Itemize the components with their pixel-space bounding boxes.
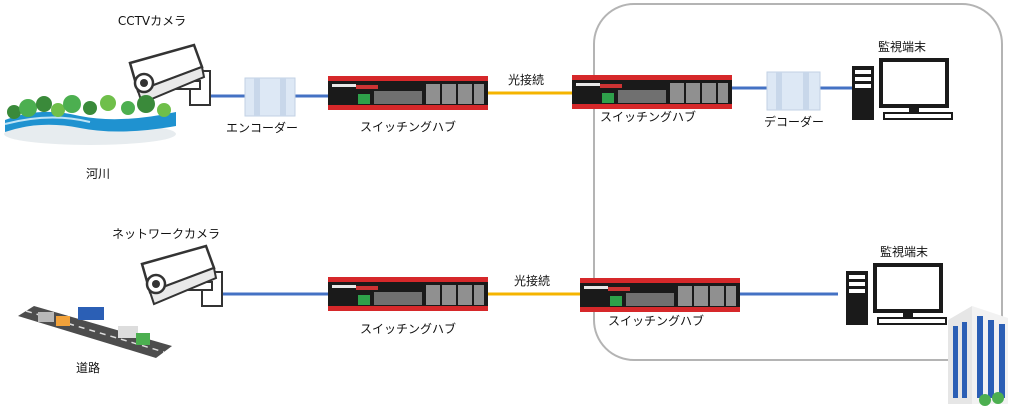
network-camera-label: ネットワークカメラ [112, 227, 220, 241]
building-boundary [593, 3, 1003, 361]
encoder-icon [244, 77, 296, 117]
switching-hub-label: スイッチングハブ [608, 313, 704, 328]
monitor-terminal-label: 監視端末 [878, 39, 926, 54]
optical-connection-label: 光接続 [508, 72, 544, 87]
switching-hub-label: スイッチングハブ [600, 109, 696, 124]
road-icon [18, 306, 172, 358]
switching-hub-icon [580, 278, 740, 312]
switching-hub-icon [328, 76, 488, 110]
monitor-terminal-label: 監視端末 [880, 244, 928, 259]
switching-hub-label: スイッチングハブ [360, 321, 456, 336]
network-camera-icon [140, 244, 224, 308]
decoder-icon [766, 71, 821, 111]
river-icon [4, 95, 176, 145]
switching-hub-icon [328, 277, 488, 311]
monitoring-terminal-icon [845, 262, 947, 326]
encoder-label: エンコーダー [226, 120, 298, 135]
switching-hub-label: スイッチングハブ [360, 119, 456, 134]
decoder-label: デコーダー [764, 114, 824, 129]
building-icon [948, 306, 1008, 406]
road-label: 道路 [76, 360, 100, 375]
river-label: 河川 [86, 167, 110, 181]
optical-connection-label: 光接続 [514, 273, 550, 288]
monitoring-terminal-icon [851, 57, 953, 121]
cctv-camera-label: CCTVカメラ [118, 14, 186, 28]
switching-hub-icon [572, 75, 732, 109]
